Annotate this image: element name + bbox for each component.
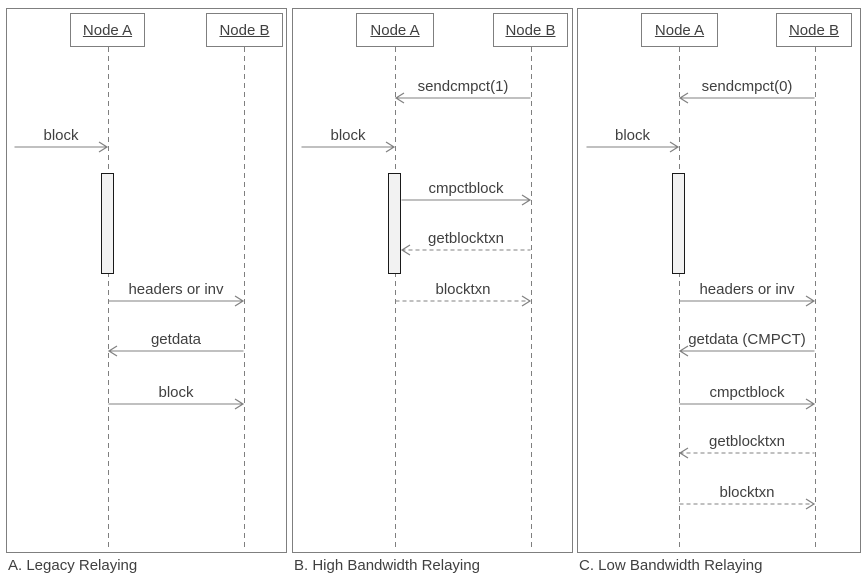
node-a-label: Node A	[654, 21, 705, 39]
message-label-cmpctblock: cmpctblock	[428, 180, 504, 197]
message-arrow-right-icon	[679, 498, 816, 510]
panel-caption-c: C. Low Bandwidth Relaying	[579, 557, 763, 574]
message-label-getdata: getdata	[150, 331, 202, 348]
panel-c-low-bandwidth-relaying: Node A Node B sendcmpct(0) block headers or …	[577, 8, 861, 553]
message-arrow-left-icon	[394, 92, 531, 104]
message-label-blocktxn: blocktxn	[719, 484, 775, 501]
message-label-sendcmpct-1: sendcmpct(1)	[417, 78, 509, 95]
message-label-cmpctblock: cmpctblock	[709, 384, 785, 401]
message-label-headers-or-inv: headers or inv	[128, 281, 224, 298]
node-a-box: Node A	[356, 13, 434, 47]
message-arrow-right-icon	[586, 141, 680, 153]
message-label-block: block	[614, 127, 651, 144]
node-b-box: Node B	[206, 13, 283, 47]
message-arrow-left-icon	[678, 345, 815, 357]
node-b-box: Node B	[493, 13, 568, 47]
message-label-blocktxn: blocktxn	[435, 281, 491, 298]
activation-bar	[101, 173, 114, 274]
message-arrow-right-icon	[108, 295, 245, 307]
message-arrow-left-icon	[107, 345, 244, 357]
panel-caption-a: A. Legacy Relaying	[8, 557, 138, 574]
message-arrow-left-icon	[400, 244, 531, 256]
node-a-label: Node A	[82, 21, 133, 39]
message-label-getdata-cmpct: getdata (CMPCT)	[688, 331, 806, 348]
activation-bar	[672, 173, 685, 274]
message-label-block: block	[330, 127, 366, 144]
node-b-label: Node B	[219, 21, 270, 39]
message-arrow-right-icon	[679, 398, 816, 410]
node-a-lifeline	[679, 47, 680, 549]
panel-b-high-bandwidth-relaying: Node A Node B sendcmpct(1) block cmpctblock g…	[292, 8, 573, 553]
node-a-box: Node A	[641, 13, 718, 47]
message-arrow-left-icon	[678, 92, 815, 104]
node-b-lifeline	[244, 47, 245, 549]
node-a-lifeline	[108, 47, 109, 549]
message-arrow-right-icon	[401, 194, 532, 206]
node-b-lifeline	[815, 47, 816, 549]
message-arrow-right-icon	[395, 295, 532, 307]
node-a-lifeline	[395, 47, 396, 549]
message-label-getblocktxn: getblocktxn	[428, 230, 504, 247]
panel-caption-b: B. High Bandwidth Relaying	[294, 557, 480, 574]
message-arrow-right-icon	[14, 141, 109, 153]
node-b-label: Node B	[788, 21, 840, 39]
message-arrow-left-icon	[678, 447, 815, 459]
message-arrow-right-icon	[301, 141, 396, 153]
node-b-box: Node B	[776, 13, 852, 47]
message-label-sendcmpct-0: sendcmpct(0)	[701, 78, 793, 95]
message-label-headers-or-inv: headers or inv	[699, 281, 795, 298]
message-arrow-right-icon	[108, 398, 245, 410]
panel-a-legacy-relaying: Node A Node B block headers or inv getdata bl…	[6, 8, 287, 553]
message-label-getblocktxn: getblocktxn	[709, 433, 785, 450]
message-label-block: block	[158, 384, 194, 401]
node-a-label: Node A	[370, 21, 420, 39]
activation-bar	[388, 173, 401, 274]
message-arrow-right-icon	[679, 295, 816, 307]
node-b-lifeline	[531, 47, 532, 549]
node-b-label: Node B	[505, 21, 556, 39]
node-a-box: Node A	[70, 13, 145, 47]
message-label-block: block	[43, 127, 79, 144]
